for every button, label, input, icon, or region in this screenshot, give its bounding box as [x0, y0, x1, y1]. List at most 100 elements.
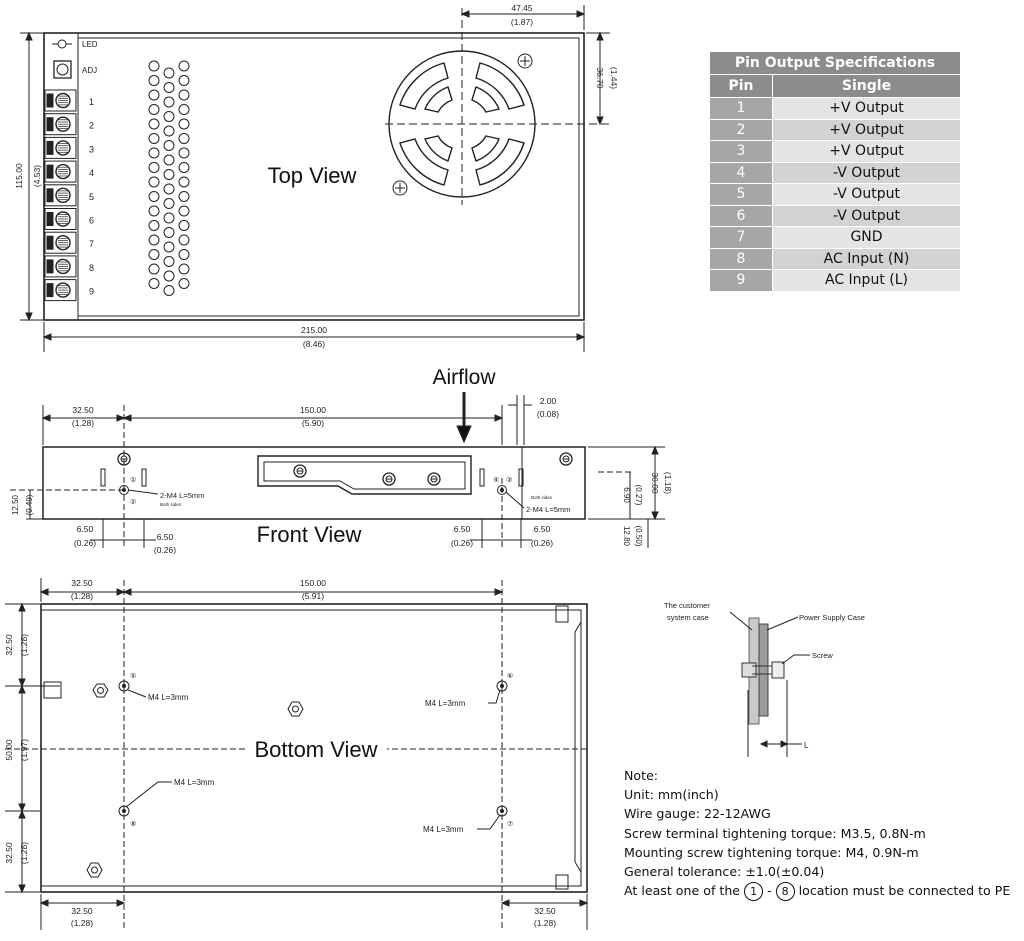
- dim-right-value: 32.50: [534, 906, 556, 916]
- both-sides-note: Both sides: [160, 502, 182, 507]
- terminal-screw-icon: [44, 255, 77, 278]
- dim-height-value: 115.00: [14, 163, 24, 189]
- dim-span-inch: (5.91): [302, 591, 324, 601]
- hole-mark: ⑤: [130, 672, 136, 680]
- dim-span-value: 150.00: [300, 405, 326, 415]
- screw-icon: [427, 472, 441, 486]
- hole-mark: ⑥: [507, 672, 513, 680]
- pin-cell: 5: [709, 183, 773, 206]
- dim-span-value: 150.00: [300, 578, 326, 588]
- dim-span-inch: (5.90): [302, 418, 324, 428]
- note-mount-torque: Mounting screw tightening torque: M4, 0.…: [624, 844, 919, 860]
- dim-height-inch: (1.18): [663, 472, 673, 494]
- dim-offset-value: 6.50: [534, 524, 551, 534]
- psu-case-label: Power Supply Case: [799, 613, 865, 622]
- hole-mark: ③: [506, 476, 512, 484]
- dim-bottom-inch: (0.50): [634, 526, 643, 547]
- dim-bl-inch: (1.28): [71, 918, 93, 928]
- dim-left-value: 32.50: [72, 405, 94, 415]
- note-heading: Note:: [624, 768, 659, 783]
- mount-hole-icon: [496, 805, 508, 817]
- note-pe-suffix: location must be connected to PE: [798, 883, 1011, 899]
- table-row: 6-V Output: [709, 204, 961, 227]
- table-title: Pin Output Specifications: [709, 51, 961, 75]
- terminal-label: 5: [89, 192, 94, 202]
- dim-width-inch: (8.46): [303, 339, 325, 349]
- screw-label: M4 L=3mm: [423, 825, 464, 834]
- single-cell: GND: [772, 226, 961, 249]
- bottom-view-title: Bottom View: [254, 737, 377, 762]
- pin-cell: 7: [709, 226, 773, 249]
- dim-right-inch: (1.28): [534, 918, 556, 928]
- bottom-view: ⑤ ⑥ ⑦ ⑧ M4 L=3mm M4 L=3mm M4 L=3mm M4 L=…: [4, 578, 589, 930]
- dim-left-value: 32.50: [71, 578, 93, 588]
- single-cell: AC Input (L): [772, 269, 961, 292]
- screw-icon: [382, 472, 396, 486]
- screw-note: 2-M4 L=5mm: [160, 491, 204, 500]
- adj-knob[interactable]: [53, 60, 72, 79]
- dim-width: [42, 322, 586, 352]
- dim-offset-value: 6.50: [157, 532, 174, 542]
- dim-hole-y-value: 12.50: [11, 494, 20, 515]
- hole-mark: ⑧: [130, 820, 136, 828]
- dim-fan-x-inch: (1.87): [511, 17, 533, 27]
- terminal-label: 9: [89, 287, 94, 297]
- dim-gap-inch: (0.08): [537, 409, 559, 419]
- single-cell: -V Output: [772, 161, 961, 184]
- pin-cell: 4: [709, 161, 773, 184]
- dim-y3-inch: (1.28): [19, 842, 29, 864]
- pin-cell: 6: [709, 204, 773, 227]
- fan-screw-icon: [517, 53, 533, 69]
- screw-icon: [293, 464, 307, 478]
- single-cell: AC Input (N): [772, 247, 961, 270]
- dim-offset-value: 6.50: [454, 524, 471, 534]
- dim-offset-inch: (0.26): [154, 545, 176, 555]
- dim-right-hole-inch: (0.27): [634, 485, 643, 506]
- circled-number-icon: 8: [775, 882, 795, 902]
- terminal-label: 6: [89, 216, 94, 226]
- hole-mark: ④: [493, 476, 499, 484]
- airflow-arrow-icon: [456, 392, 472, 444]
- screw-label: M4 L=3mm: [174, 778, 215, 787]
- terminal-label: 8: [89, 263, 94, 273]
- single-cell: +V Output: [772, 118, 961, 141]
- slot-mark: [100, 468, 524, 487]
- led-label: LED: [82, 40, 98, 49]
- dim-offset-inch: (0.26): [451, 538, 473, 548]
- dim-fan-x: [460, 5, 586, 30]
- dim-offset-value: 6.50: [77, 524, 94, 534]
- screw-label: M4 L=3mm: [425, 699, 466, 708]
- dim-bl-value: 32.50: [71, 906, 93, 916]
- dim-y1-value: 32.50: [4, 634, 14, 656]
- dim-gap-value: 2.00: [540, 396, 557, 406]
- top-view-title: Top View: [268, 163, 357, 188]
- circled-number-icon: 1: [744, 882, 764, 902]
- hole-mark: ②: [130, 498, 136, 506]
- led-indicator: [52, 39, 72, 49]
- column-header-pin: Pin: [709, 74, 773, 98]
- standoff-icon: [86, 862, 103, 878]
- hole-mark: ①: [130, 476, 136, 484]
- both-sides-note: Both sides: [531, 495, 553, 500]
- pin-cell: 1: [709, 97, 773, 120]
- note-wire: Wire gauge: 22-12AWG: [624, 806, 771, 822]
- dim-hole-y-inch: (0.49): [25, 494, 34, 515]
- dim-fan-y-value: 36.70: [595, 67, 605, 89]
- dim-offset-inch: (0.26): [74, 538, 96, 548]
- table-row: 4-V Output: [709, 161, 961, 184]
- airflow-label: Airflow: [432, 366, 496, 389]
- dim-height: [20, 31, 44, 322]
- note-pe-dash: -: [767, 883, 772, 899]
- adj-label: ADJ: [82, 66, 97, 75]
- dim-y2-value: 50.00: [4, 739, 14, 761]
- dim-left-inch: (1.28): [71, 591, 93, 601]
- terminal-label: 4: [89, 168, 94, 178]
- pin-cell: 2: [709, 118, 773, 141]
- fan-centerlines: [385, 8, 610, 205]
- terminal-label: 7: [89, 239, 94, 249]
